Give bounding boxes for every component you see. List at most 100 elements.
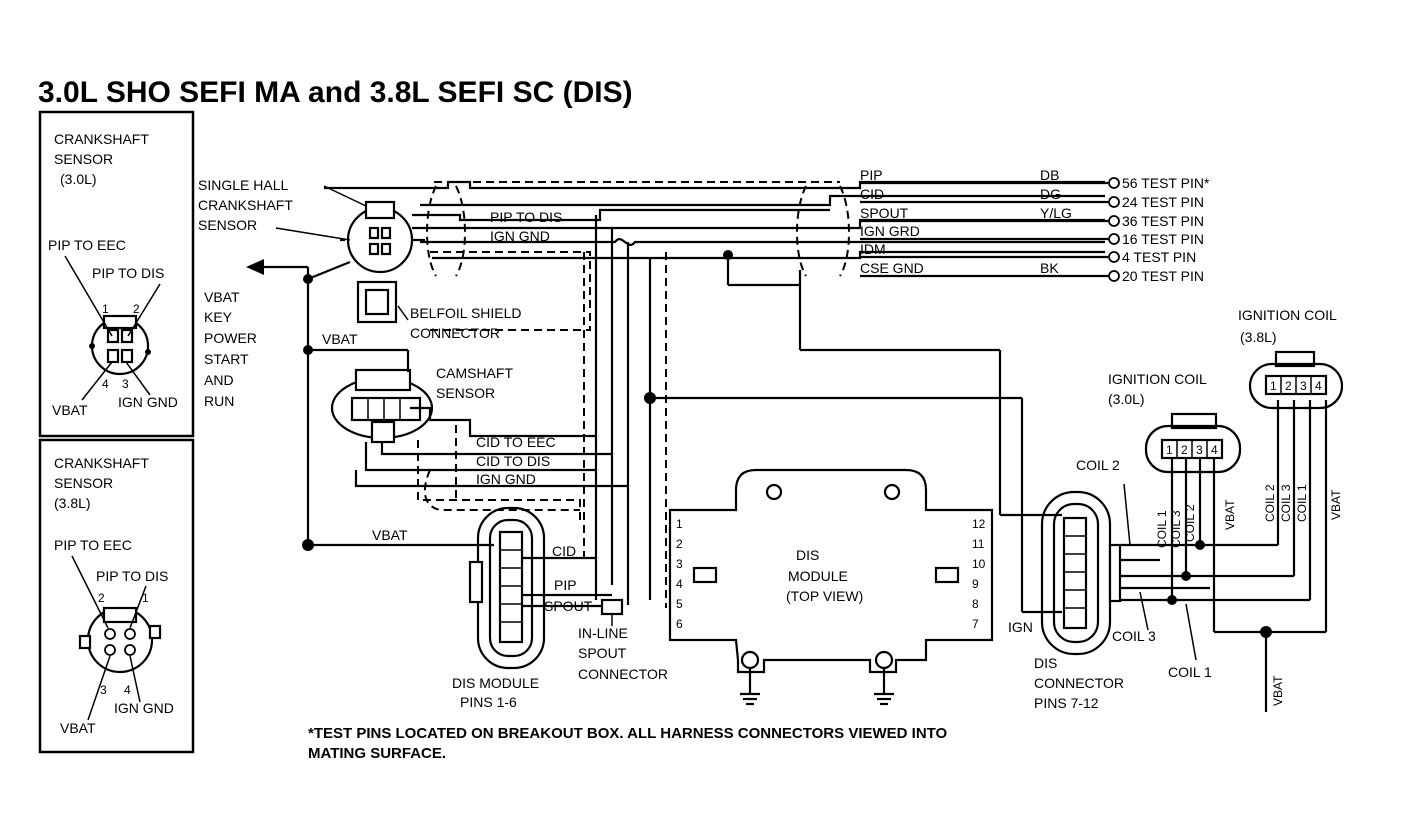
- camshaft-sensor-icon: [330, 350, 434, 444]
- crank30-heading-1: CRANKSHAFT: [54, 131, 149, 147]
- dis-module-pin-number: 3: [676, 557, 683, 571]
- crank38-pip-dis: PIP TO DIS: [96, 568, 168, 584]
- crank38-pin1: 1: [142, 591, 149, 605]
- diagram-title: 3.0L SHO SEFI MA and 3.8L SEFI SC (DIS): [38, 76, 633, 109]
- dis-module-pins-1: DIS MODULE: [452, 675, 539, 691]
- dis-conn-cid: CID: [552, 543, 576, 559]
- test-pin-terminal: [1108, 215, 1120, 227]
- crank38-ign-gnd: IGN GND: [114, 700, 174, 716]
- dis-conn-pip: PIP: [554, 577, 577, 593]
- test-pin-signal: IGN GRD: [860, 223, 920, 239]
- crank30-pin1: 1: [102, 302, 109, 316]
- test-pin-terminal: [1108, 177, 1120, 189]
- coil30-lead-coil2: COIL 2: [1183, 504, 1197, 542]
- crank30-pin3: 3: [122, 377, 129, 391]
- coil2-label: COIL 2: [1076, 457, 1120, 473]
- dis-conn-spout: SPOUT: [544, 598, 593, 614]
- coil30-pin2: 2: [1181, 443, 1188, 457]
- inline-spout-1: IN-LINE: [578, 625, 628, 641]
- wire-ign-gnd-top: IGN GND: [490, 228, 550, 244]
- single-hall-label-1: SINGLE HALL: [198, 177, 288, 193]
- test-pin-wire-color: DB: [1040, 167, 1059, 183]
- test-pin-wire-color: BK: [1040, 260, 1059, 276]
- coil30-lead-coil3: COIL 3: [1169, 510, 1183, 548]
- vbat-key-4: START: [204, 351, 249, 367]
- single-hall-label-2: CRANKSHAFT: [198, 197, 293, 213]
- vbat-key-5: AND: [204, 372, 234, 388]
- ign-coil-38-label-1: IGNITION COIL: [1238, 307, 1337, 323]
- dis-module-pins-2: PINS 1-6: [460, 694, 517, 710]
- dis-module-connector-icon: [468, 506, 612, 670]
- coil38-pin3: 3: [1300, 379, 1307, 393]
- dis-module-pin-number: 8: [972, 597, 979, 611]
- crank38-pin2: 2: [98, 591, 105, 605]
- dis-connector-caption-2: CONNECTOR: [1034, 675, 1124, 691]
- test-pin-signal: IDM: [860, 241, 886, 257]
- test-pin-row: CSE GND BK 20 TEST PIN: [860, 260, 1204, 284]
- test-pin-number: 20 TEST PIN: [1122, 268, 1204, 284]
- coil30-pin4: 4: [1211, 443, 1218, 457]
- coil38-lead-coil2: COIL 2: [1263, 484, 1277, 522]
- crank38-heading-3: (3.8L): [54, 495, 91, 511]
- coil38-pin1: 1: [1270, 379, 1277, 393]
- dis-module-pin-number: 4: [676, 577, 683, 591]
- coil3-label: COIL 3: [1112, 628, 1156, 644]
- coil-vbat-bottom: VBAT: [1271, 675, 1285, 706]
- wire-cid-to-eec: CID TO EEC: [476, 434, 556, 450]
- vbat-key-3: POWER: [204, 330, 257, 346]
- crank30-heading-3: (3.0L): [60, 171, 97, 187]
- test-pin-number: 24 TEST PIN: [1122, 194, 1204, 210]
- crank30-vbat: VBAT: [52, 402, 88, 418]
- crank38-pin4: 4: [124, 683, 131, 697]
- test-pin-terminal: [1108, 270, 1120, 282]
- dis-module-pin-number: 10: [972, 557, 986, 571]
- crank38-heading-1: CRANKSHAFT: [54, 455, 149, 471]
- single-hall-label-3: SENSOR: [198, 217, 257, 233]
- crank38-pip-eec: PIP TO EEC: [54, 537, 132, 553]
- test-pin-signal: PIP: [860, 167, 883, 183]
- dis-module-pin-number: 9: [972, 577, 979, 591]
- ign-coil-30-label-1: IGNITION COIL: [1108, 371, 1207, 387]
- test-pin-signal: CID: [860, 186, 884, 202]
- vbat-key-2: KEY: [204, 309, 233, 325]
- crank30-pin4: 4: [102, 377, 109, 391]
- inline-spout-3: CONNECTOR: [578, 666, 668, 682]
- crank30-pip-eec: PIP TO EEC: [48, 237, 126, 253]
- coil38-pin2: 2: [1285, 379, 1292, 393]
- dis-connector-ign: IGN: [1008, 619, 1033, 635]
- ign-coil-30-icon: [1144, 412, 1242, 474]
- vbat-key-6: RUN: [204, 393, 234, 409]
- single-hall-sensor-icon: [340, 200, 425, 274]
- footnote-line-2: MATING SURFACE.: [308, 745, 446, 762]
- crank30-connector-icon: [64, 255, 161, 401]
- ign-coil-38-icon: [1248, 350, 1344, 410]
- vbat-label-low: VBAT: [372, 527, 408, 543]
- ign-coil-38-label-2: (3.8L): [1240, 329, 1277, 345]
- wire-ign-gnd-cam: IGN GND: [476, 471, 536, 487]
- test-pin-wire-color: Y/LG: [1040, 205, 1072, 221]
- dis-connector-caption-1: DIS: [1034, 655, 1057, 671]
- belfoil-label-2: CONNECTOR: [410, 325, 500, 341]
- belfoil-label-1: BELFOIL SHIELD: [410, 305, 522, 321]
- dis-module-label-3: (TOP VIEW): [786, 588, 863, 604]
- coil38-lead-coil3: COIL 3: [1279, 484, 1293, 522]
- coil38-pin4: 4: [1315, 379, 1322, 393]
- ign-coil-30-label-2: (3.0L): [1108, 391, 1145, 407]
- inline-spout-connector-icon: [600, 598, 624, 626]
- crank30-ign-gnd: IGN GND: [118, 394, 178, 410]
- coil38-vbat: VBAT: [1329, 489, 1343, 520]
- crank-sensor-38-panel: [38, 438, 195, 754]
- test-pin-terminal: [1108, 251, 1120, 263]
- crank38-pin3: 3: [100, 683, 107, 697]
- test-pin-signal: CSE GND: [860, 260, 924, 276]
- crank30-heading-2: SENSOR: [54, 151, 113, 167]
- test-pin-wire-color: DG: [1040, 186, 1061, 202]
